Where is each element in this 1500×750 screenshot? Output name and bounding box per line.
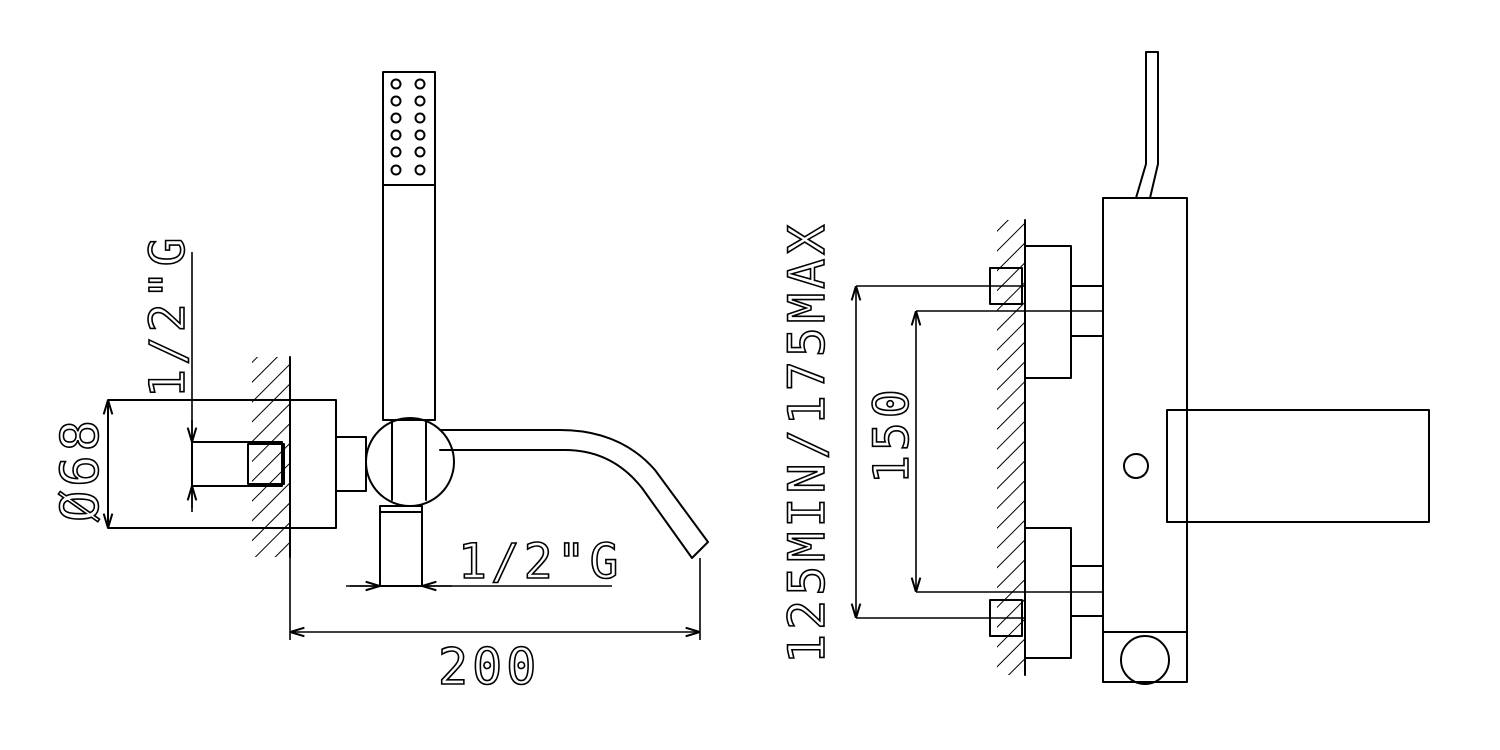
- upper-flange: [1024, 245, 1072, 379]
- wall-flange: [107, 399, 337, 529]
- lower-flange: [1024, 527, 1072, 659]
- lever: [1135, 51, 1159, 199]
- hand-shower: [382, 71, 436, 421]
- side-spout: [1166, 409, 1430, 523]
- side-view: 125MIN/175MAX 150: [777, 51, 1430, 685]
- inlet-nut: [247, 443, 285, 485]
- mixer-body: [1102, 197, 1188, 633]
- spout: [439, 429, 709, 559]
- centers-label: 150: [864, 385, 920, 484]
- wall-hatch-right: [997, 220, 1025, 675]
- lower-connector: [1070, 565, 1104, 617]
- front-view: Ø68 1/2"G 1/2"G 200: [50, 71, 709, 697]
- indicator-circle: [1123, 453, 1149, 479]
- control-knob: [1120, 635, 1170, 685]
- thread-left-label: 1/2"G: [140, 234, 196, 399]
- control-knob-housing: [1102, 631, 1188, 683]
- width-label: 200: [438, 638, 540, 696]
- inlet-pipe: [191, 441, 283, 487]
- shower-nozzles: [390, 78, 426, 176]
- diverter-body: [365, 417, 455, 507]
- diameter-label: Ø68: [51, 416, 111, 522]
- connector-block: [335, 436, 367, 492]
- thread-bottom-label: 1/2"G: [458, 534, 623, 590]
- centers-range-label: 125MIN/175MAX: [778, 221, 836, 664]
- hose-outlet: [379, 505, 423, 587]
